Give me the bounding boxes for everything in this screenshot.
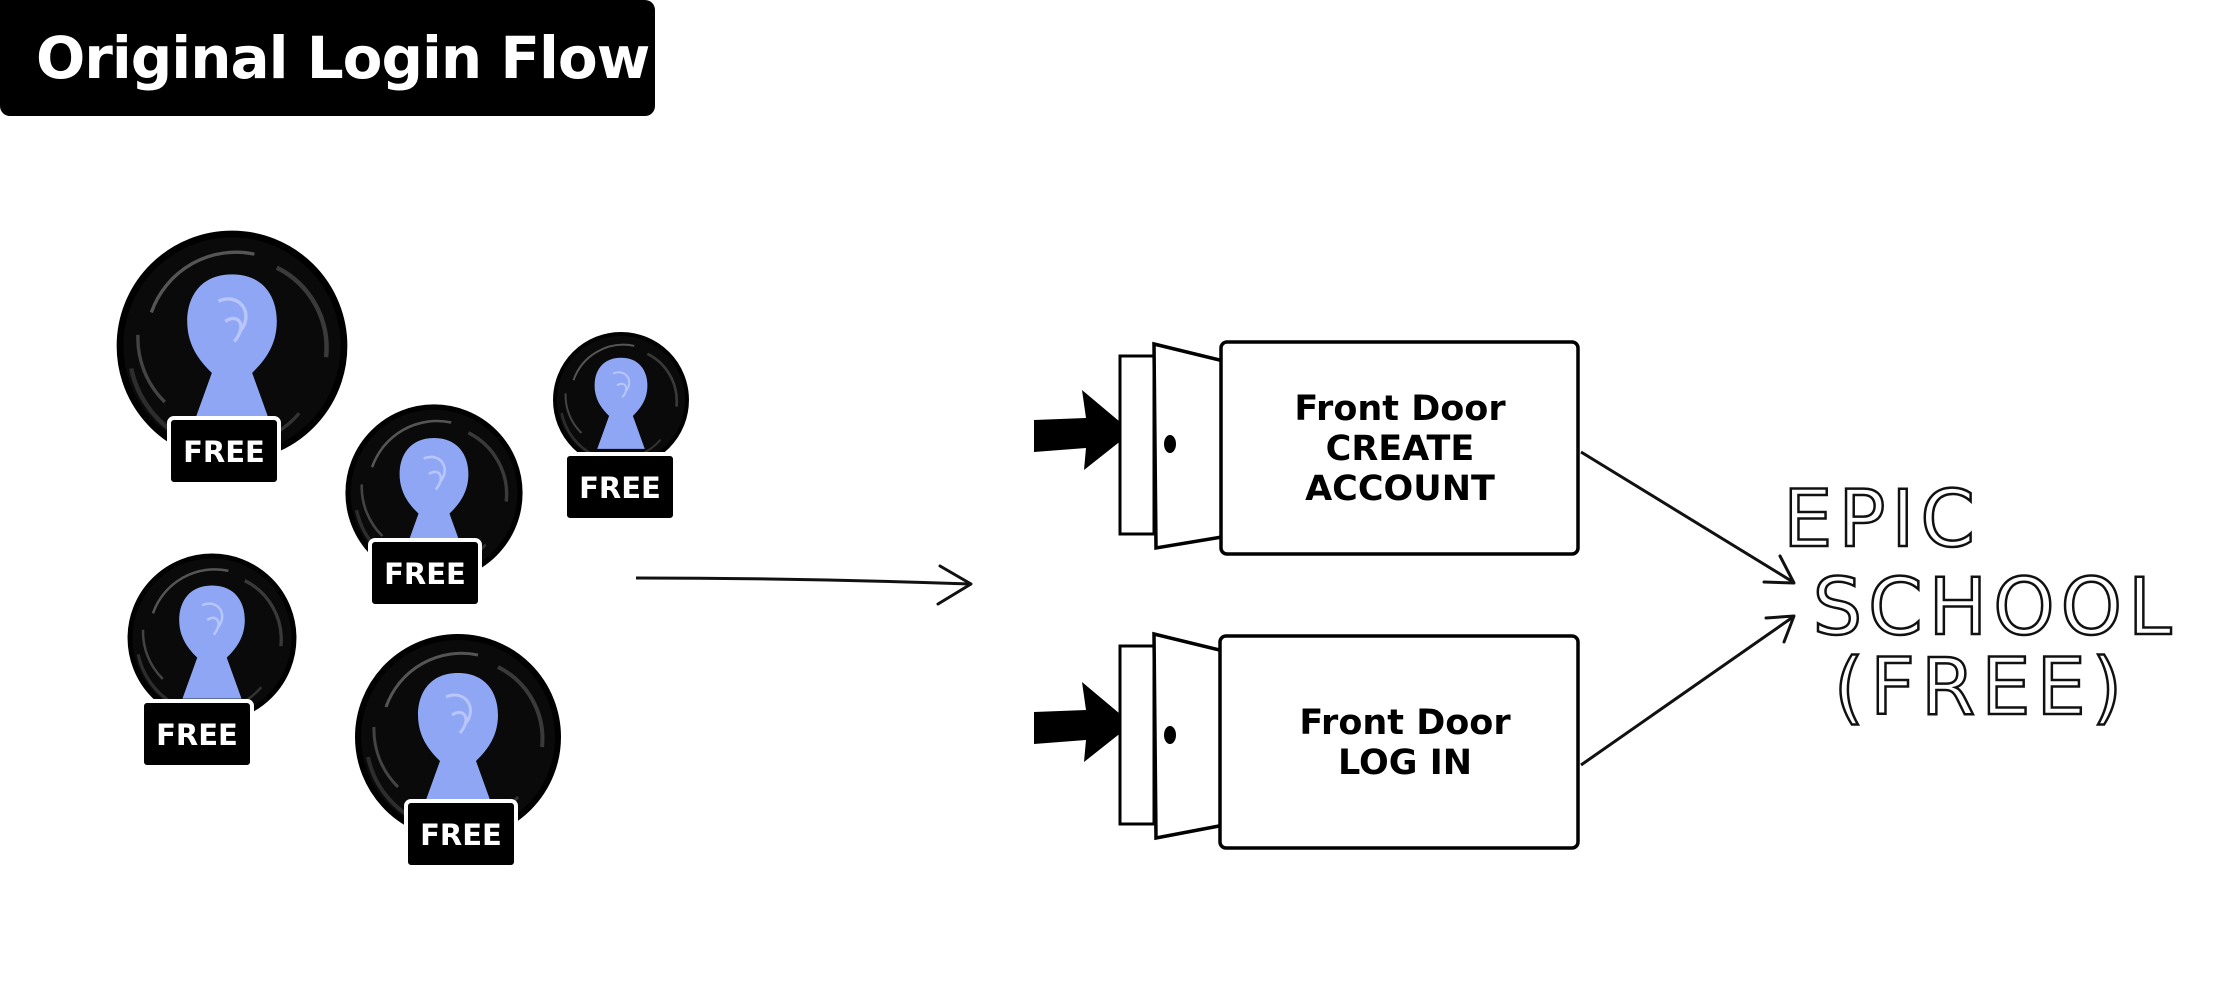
open-door-icon — [1118, 341, 1242, 551]
push-arrow-icon — [1034, 390, 1132, 470]
page-title: Original Login Flow — [36, 24, 650, 92]
free-badge-label: FREE — [183, 435, 265, 469]
user-keyhole-icon — [553, 332, 689, 468]
door-line3: ACCOUNT — [1305, 469, 1495, 509]
push-arrow-icon — [1034, 682, 1132, 762]
destination-epic-school: EPIC SCHOOL (FREE) — [1782, 474, 2178, 735]
door-to-school-arrow — [1580, 614, 1796, 767]
destination-line2: SCHOOL — [1813, 563, 2178, 653]
door-label-box — [1218, 634, 1580, 850]
door-line1: Front Door — [1294, 389, 1506, 429]
free-badge: FREE — [404, 799, 518, 869]
free-badge: FREE — [167, 416, 281, 486]
door-line1: Front Door — [1299, 703, 1511, 743]
free-badge-label: FREE — [579, 471, 661, 505]
door-create-account: Front Door CREATE ACCOUNT — [1034, 340, 1580, 556]
user-keyhole-icon — [130, 556, 294, 720]
door-log-in: Front Door LOG IN — [1034, 631, 1580, 850]
free-badge-label: FREE — [420, 818, 502, 852]
users-to-doors-arrow — [635, 564, 973, 606]
door-line2: CREATE — [1326, 429, 1475, 469]
user-group: FREE FREE FREE FREE — [120, 234, 689, 869]
free-badge-label: FREE — [156, 718, 238, 752]
door-line2: LOG IN — [1338, 743, 1472, 783]
door-label-box — [1219, 340, 1580, 556]
free-badge: FREE — [563, 452, 677, 522]
free-badge: FREE — [368, 538, 482, 608]
door-to-school-arrow — [1580, 450, 1796, 585]
title-banner: Original Login Flow — [0, 0, 655, 116]
destination-line3: (FREE) — [1834, 643, 2129, 733]
free-badge-label: FREE — [384, 557, 466, 591]
free-badge: FREE — [140, 699, 254, 769]
destination-line1: EPIC — [1783, 475, 1981, 565]
